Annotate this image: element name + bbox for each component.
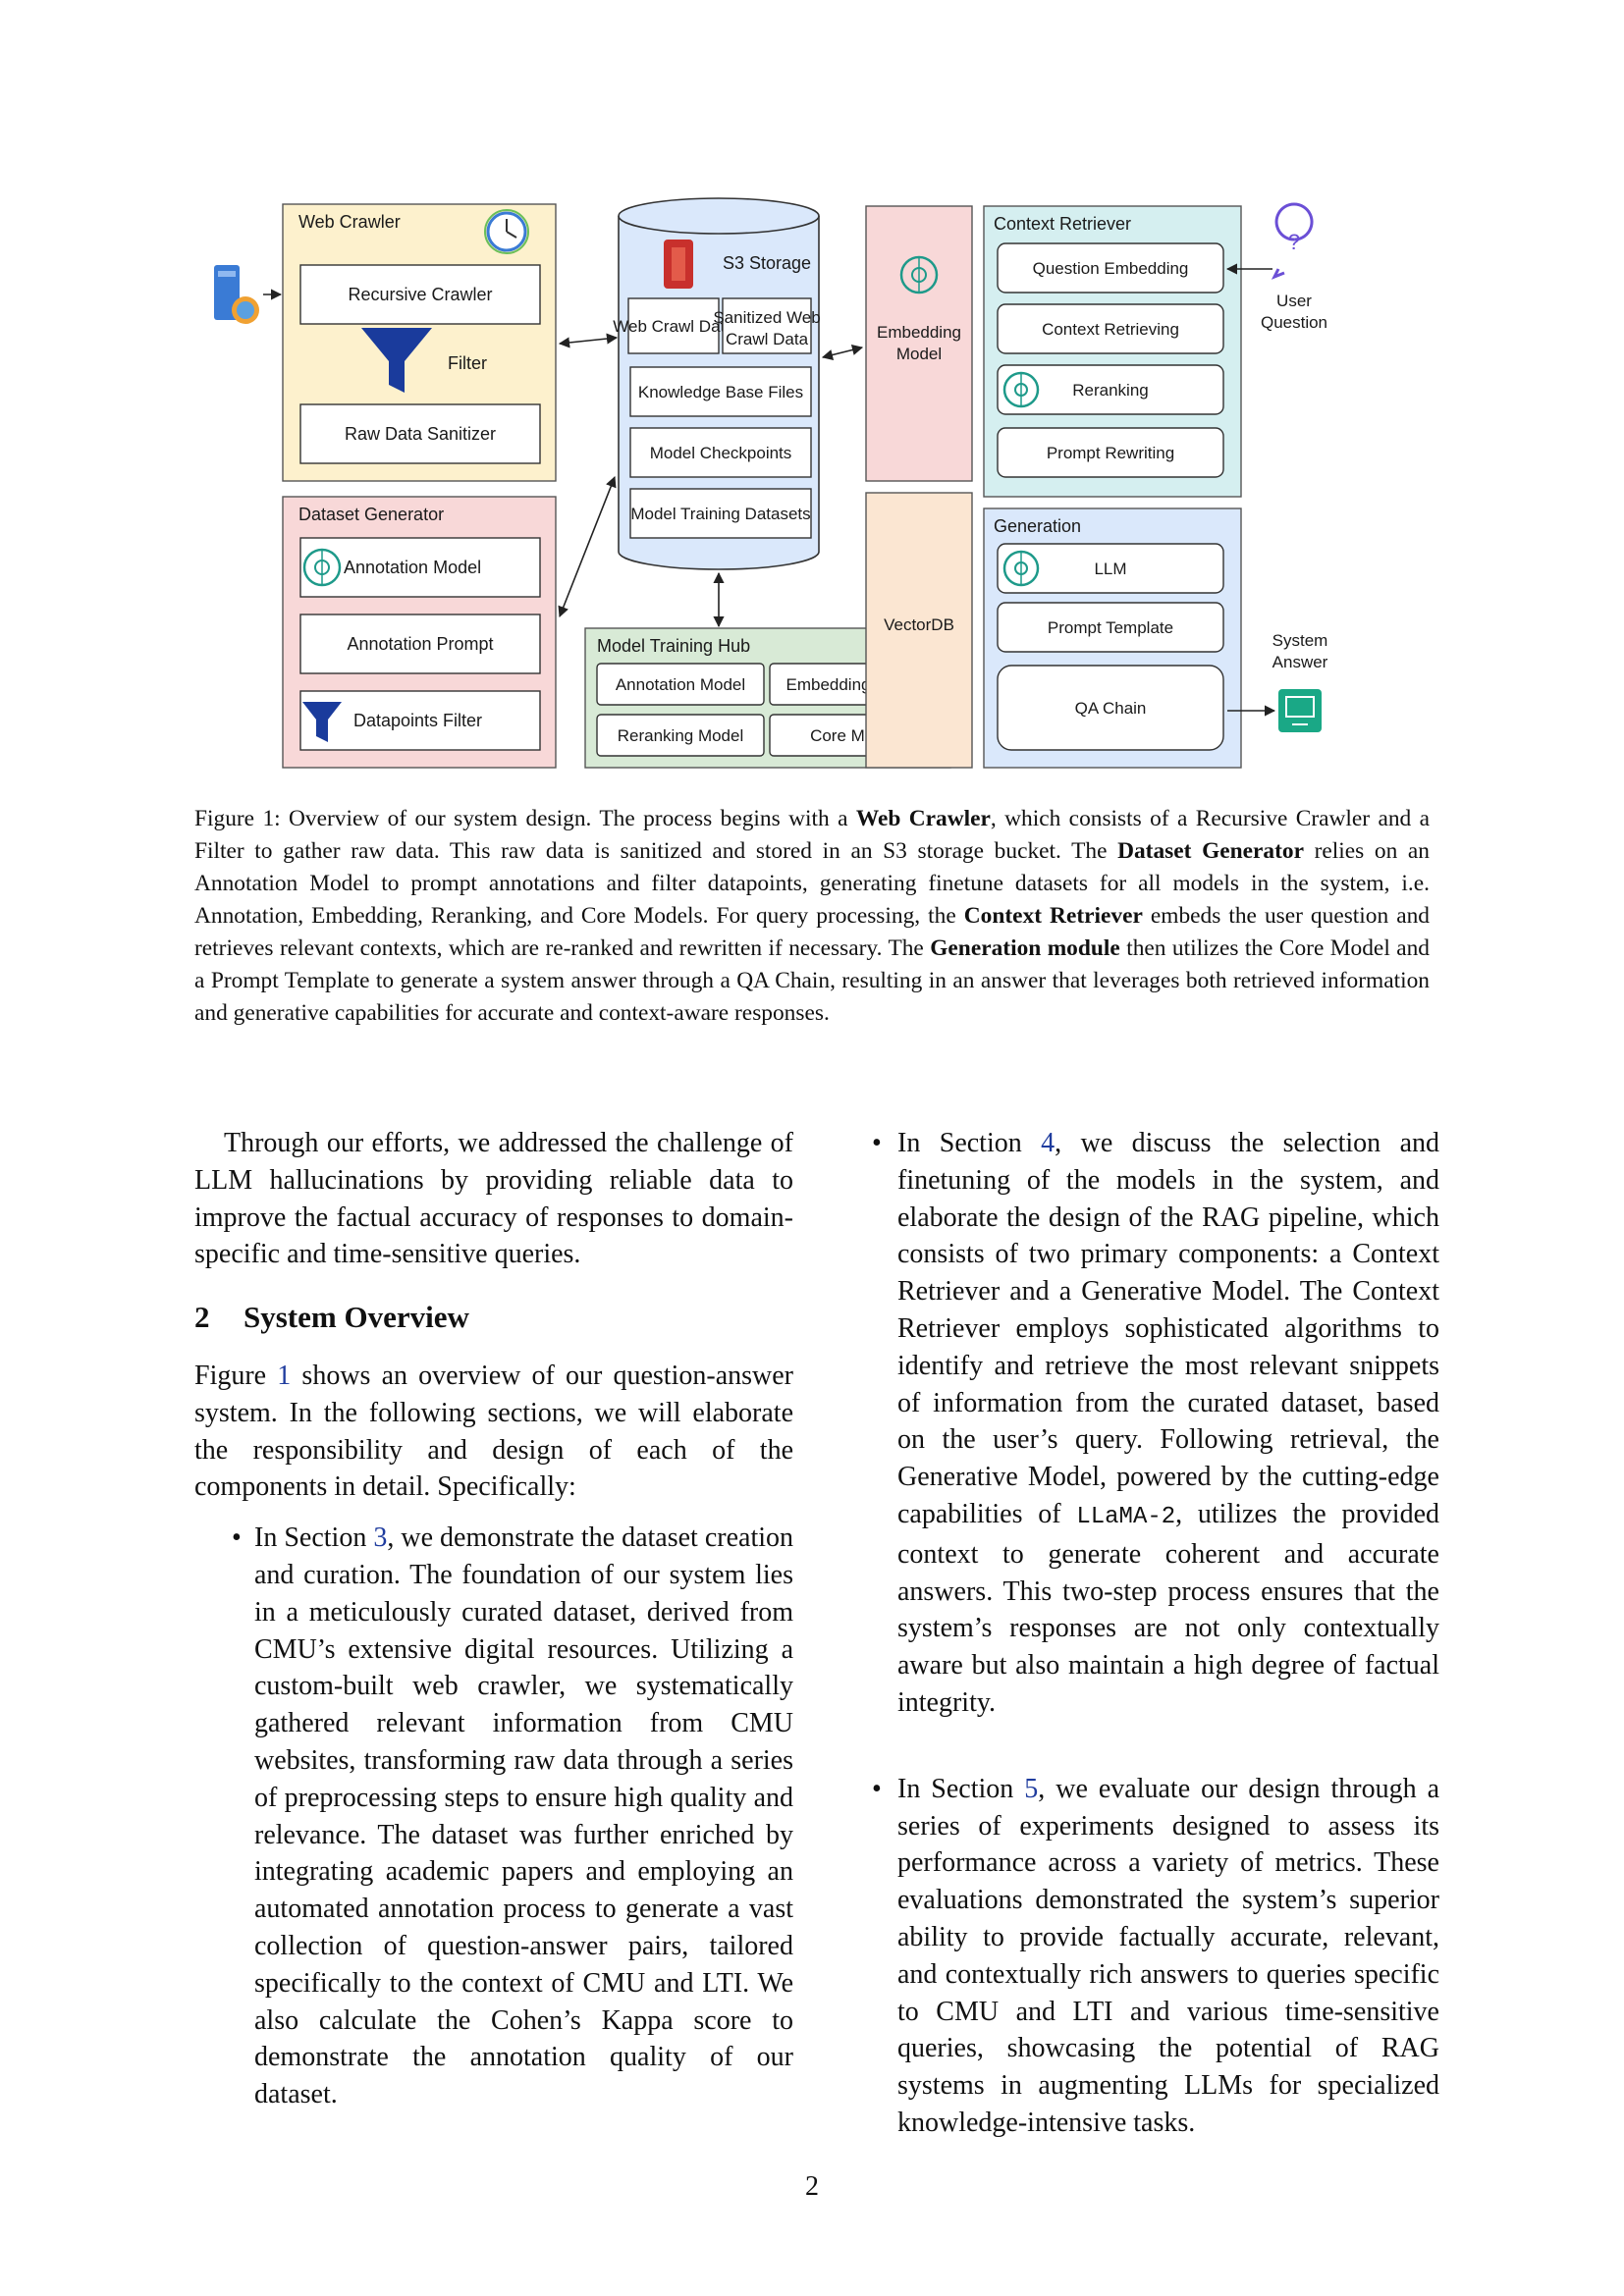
- model-checkpoints-label: Model Checkpoints: [650, 444, 792, 462]
- prompt-template-label: Prompt Template: [1048, 618, 1173, 637]
- question-label: Question: [1261, 313, 1327, 332]
- figure-ref-link[interactable]: 1: [277, 1360, 292, 1391]
- filter-label: Filter: [448, 353, 487, 373]
- generation-title: Generation: [994, 516, 1081, 536]
- context-retriever-box: Context Retriever Question Embedding Con…: [983, 205, 1242, 498]
- list-item-section-5: •In Section 5, we evaluate our design th…: [872, 1773, 1439, 2138]
- section-3-link[interactable]: 3: [373, 1522, 388, 1554]
- svg-text:?: ?: [1288, 230, 1300, 254]
- clock-icon: [484, 209, 529, 254]
- datapoints-filter-label: Datapoints Filter: [353, 711, 482, 730]
- figure-caption: Figure 1: Overview of our system design.…: [194, 806, 1431, 1026]
- qa-chain-label: QA Chain: [1075, 699, 1147, 718]
- page-number: 2: [805, 2171, 819, 2202]
- s3-bucket-icon: [664, 240, 693, 289]
- vectordb-box: VectorDB: [865, 492, 973, 769]
- llm-brain-icon: [1002, 550, 1040, 587]
- embedding-model-box: Embedding Model: [865, 205, 973, 482]
- list-item-section-3: •In Section 3, we demonstrate the datase…: [232, 1522, 794, 2110]
- crawl-data-label: Crawl Data: [726, 330, 809, 348]
- system-label: System: [1272, 631, 1328, 650]
- knowledge-base-files-label: Knowledge Base Files: [638, 383, 803, 401]
- brain-icon: [302, 548, 342, 587]
- context-retrieving-label: Context Retrieving: [1042, 320, 1179, 339]
- reranking-label: Reranking: [1072, 381, 1149, 400]
- dataset-generator-box: Dataset Generator Annotation Model Annot…: [282, 496, 557, 769]
- llama-code: LLaMA-2: [1076, 1503, 1176, 1530]
- vectordb-label: VectorDB: [884, 615, 954, 634]
- filter-icon: [361, 328, 432, 393]
- section-4-link[interactable]: 4: [1041, 1128, 1056, 1158]
- dataset-generator-title: Dataset Generator: [298, 505, 444, 524]
- annotation-prompt-label: Annotation Prompt: [347, 634, 493, 654]
- sanitized-web-label: Sanitized Web: [713, 308, 820, 327]
- web-crawl-data-label: Web Crawl Data: [613, 317, 734, 336]
- s3-storage-cylinder: S3 Storage Web Crawl Data Sanitized Web …: [613, 197, 821, 570]
- recursive-crawler-label: Recursive Crawler: [348, 285, 492, 304]
- overview-paragraph: Figure 1 shows an overview of our questi…: [194, 1360, 793, 1503]
- model-training-hub-title: Model Training Hub: [597, 636, 750, 656]
- left-column: Through our efforts, we addressed the ch…: [194, 1125, 793, 2113]
- annotation-model-label: Annotation Model: [344, 558, 481, 577]
- reranking-brain-icon: [1002, 371, 1040, 408]
- question-embedding-label: Question Embedding: [1033, 259, 1189, 278]
- embedding-brain-icon: [899, 255, 939, 294]
- raw-data-sanitizer-label: Raw Data Sanitizer: [345, 424, 496, 444]
- embedding-label-1: Embedding: [877, 323, 961, 342]
- right-column: •In Section 4, we discuss the selection …: [872, 1125, 1439, 2142]
- server-icon: [214, 265, 259, 324]
- section-title: System Overview: [244, 1300, 469, 1335]
- section-number: 2: [194, 1300, 210, 1335]
- web-crawler-title: Web Crawler: [298, 212, 401, 232]
- system-answer-icon: [1278, 689, 1322, 732]
- model-training-datasets-label: Model Training Datasets: [630, 505, 810, 523]
- generation-box: Generation LLM Prompt Template QA Chain: [983, 507, 1242, 769]
- s3-storage-title: S3 Storage: [723, 253, 811, 273]
- user-question-icon: ?: [1271, 202, 1314, 280]
- answer-label: Answer: [1272, 653, 1328, 671]
- section-heading: 2 System Overview: [194, 1299, 793, 1336]
- web-crawler-box: Web Crawler Recursive Crawler Filter Raw…: [282, 203, 557, 482]
- embedding-label-2: Model: [896, 345, 942, 363]
- hub-annotation-model-label: Annotation Model: [616, 675, 745, 694]
- llm-label: LLM: [1094, 560, 1126, 578]
- system-design-figure: Web Crawler Recursive Crawler Filter Raw…: [194, 194, 1451, 783]
- funnel-icon: [302, 702, 342, 742]
- user-label: User: [1276, 292, 1312, 310]
- hub-reranking-model-label: Reranking Model: [618, 726, 744, 745]
- intro-paragraph: Through our efforts, we addressed the ch…: [194, 1128, 793, 1270]
- section-5-link[interactable]: 5: [1024, 1773, 1039, 1804]
- prompt-rewriting-label: Prompt Rewriting: [1047, 444, 1174, 462]
- list-item-section-4: •In Section 4, we discuss the selection …: [872, 1128, 1440, 1718]
- context-retriever-title: Context Retriever: [994, 214, 1131, 234]
